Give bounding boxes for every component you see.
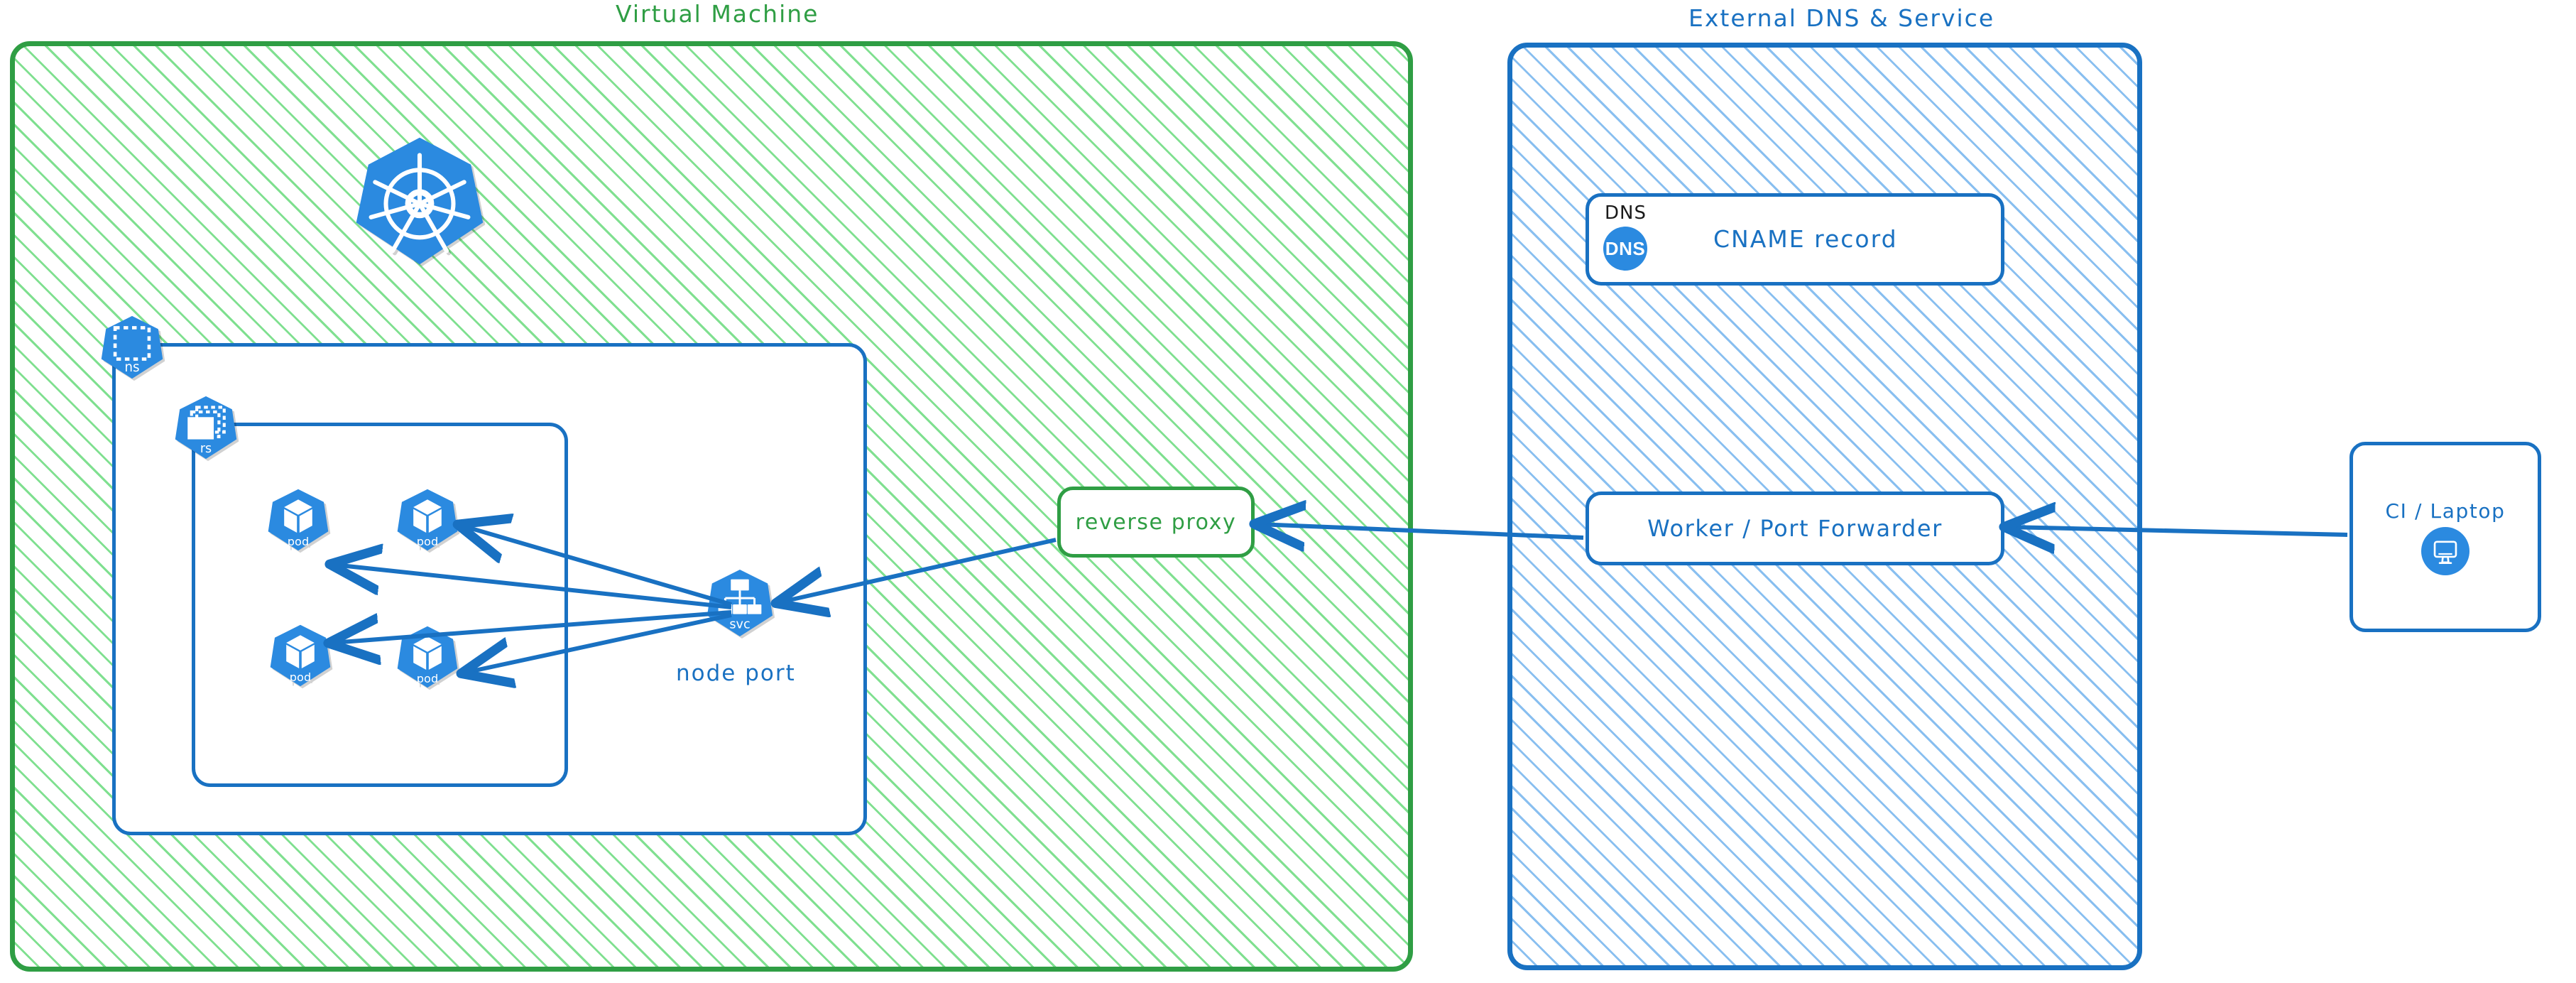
dns-badge-icon: DNS: [1603, 227, 1647, 271]
svg-text:pod: pod: [417, 672, 438, 685]
external-dns-service-zone-title: External DNS & Service: [1688, 4, 1995, 32]
svg-text:pod: pod: [288, 535, 309, 548]
ci-laptop-box[interactable]: CI / Laptop: [2349, 442, 2541, 632]
node-port-label: node port: [676, 661, 796, 686]
pod-icon-3: pod: [268, 624, 332, 688]
svg-text:pod: pod: [290, 670, 311, 684]
kubernetes-logo-icon: [352, 134, 487, 268]
virtual-machine-zone-title: Virtual Machine: [616, 0, 819, 28]
reverse-proxy-box[interactable]: reverse proxy: [1057, 487, 1255, 558]
svg-text:ns: ns: [124, 360, 139, 375]
pod-icon-1: pod: [266, 488, 330, 552]
ns-icon: ns: [99, 315, 165, 380]
pod-icon-2: pod: [395, 488, 459, 552]
svc-icon: svc: [705, 568, 775, 638]
worker-port-forwarder-label: Worker / Port Forwarder: [1647, 515, 1943, 542]
dns-card-tag: DNS: [1605, 202, 1647, 224]
svg-text:rs: rs: [200, 442, 212, 456]
pod-icon-4: pod: [395, 625, 459, 689]
replicaset-box: [192, 423, 568, 787]
monitor-icon: [2421, 526, 2469, 575]
svg-text:svc: svc: [729, 617, 750, 631]
reverse-proxy-label: reverse proxy: [1075, 509, 1237, 535]
worker-port-forwarder-box[interactable]: Worker / Port Forwarder: [1586, 492, 2004, 565]
dns-card[interactable]: DNS DNS CNAME record: [1586, 193, 2004, 286]
cname-record-label: CNAME record: [1713, 225, 1898, 253]
svg-text:pod: pod: [417, 535, 438, 548]
ci-laptop-label: CI / Laptop: [2385, 499, 2506, 523]
rs-icon: rs: [173, 395, 239, 460]
